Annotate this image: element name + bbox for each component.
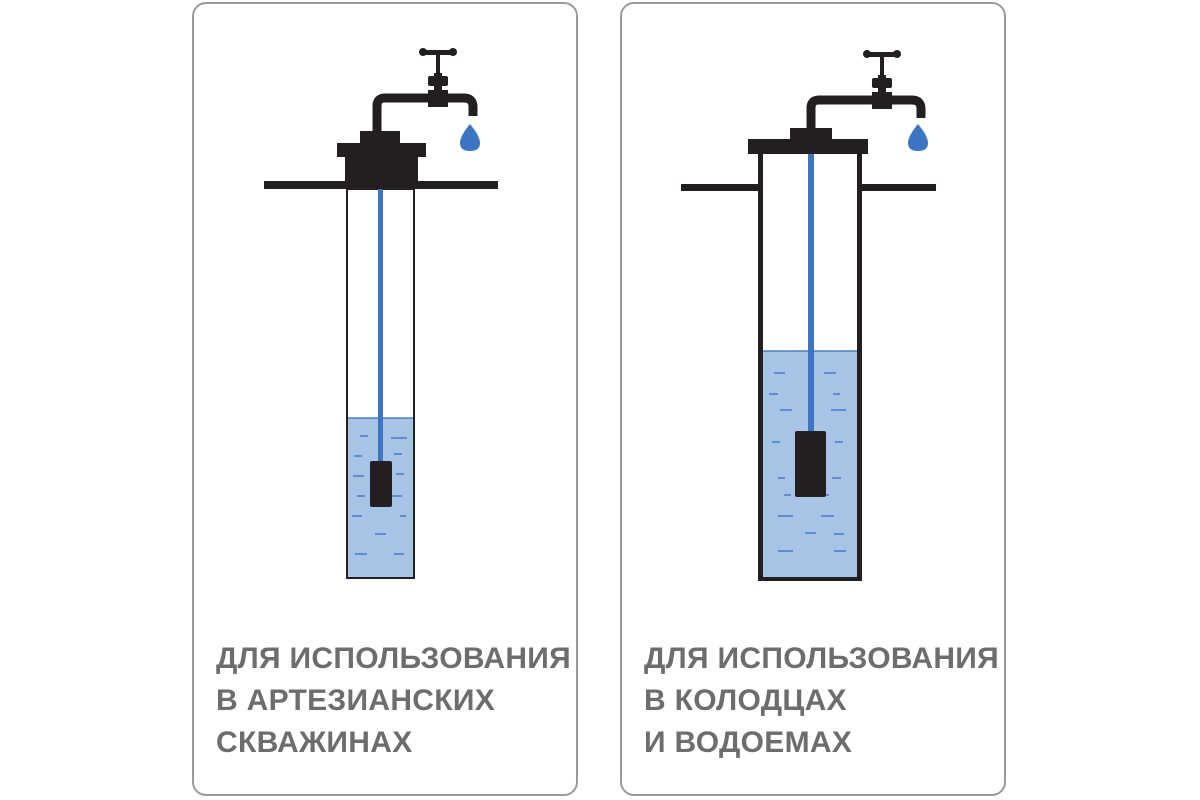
well-reservoir-card: ДЛЯ ИСПОЛЬЗОВАНИЯ В КОЛОДЦАХ И ВОДОЕМАХ bbox=[620, 2, 1006, 796]
submersible-pump-icon bbox=[795, 431, 826, 497]
usage-caption: ДЛЯ ИСПОЛЬЗОВАНИЯ В КОЛОДЦАХ И ВОДОЕМАХ bbox=[644, 638, 1000, 764]
caption-line: В АРТЕЗИАНСКИХ bbox=[216, 684, 496, 717]
water-drop-icon bbox=[908, 124, 928, 151]
artesian-borehole-card: ДЛЯ ИСПОЛЬЗОВАНИЯ В АРТЕЗИАНСКИХ СКВАЖИН… bbox=[192, 2, 578, 796]
well-illustration bbox=[681, 50, 936, 581]
borehole-illustration bbox=[264, 48, 498, 579]
pump-hose bbox=[378, 189, 383, 464]
caption-line: ДЛЯ ИСПОЛЬЗОВАНИЯ bbox=[644, 642, 1000, 675]
well-wall-right bbox=[857, 151, 862, 581]
water-tap-icon bbox=[806, 50, 926, 130]
well-wall-left bbox=[758, 151, 763, 581]
ground-line bbox=[862, 184, 936, 191]
caption-line: СКВАЖИНАХ bbox=[216, 726, 413, 759]
usage-caption: ДЛЯ ИСПОЛЬЗОВАНИЯ В АРТЕЗИАНСКИХ СКВАЖИН… bbox=[216, 638, 572, 764]
well-bottom bbox=[758, 577, 862, 581]
ground-line bbox=[681, 184, 759, 191]
borehole-cap-icon bbox=[337, 131, 426, 185]
caption-line: И ВОДОЕМАХ bbox=[644, 726, 853, 759]
water-drop-icon bbox=[460, 124, 480, 151]
water-tap-icon bbox=[372, 48, 478, 132]
caption-line: ДЛЯ ИСПОЛЬЗОВАНИЯ bbox=[216, 642, 572, 675]
well-cap-icon bbox=[748, 128, 868, 154]
submersible-pump-icon bbox=[370, 461, 392, 507]
caption-line: В КОЛОДЦАХ bbox=[644, 684, 847, 717]
pump-hose bbox=[808, 151, 814, 436]
